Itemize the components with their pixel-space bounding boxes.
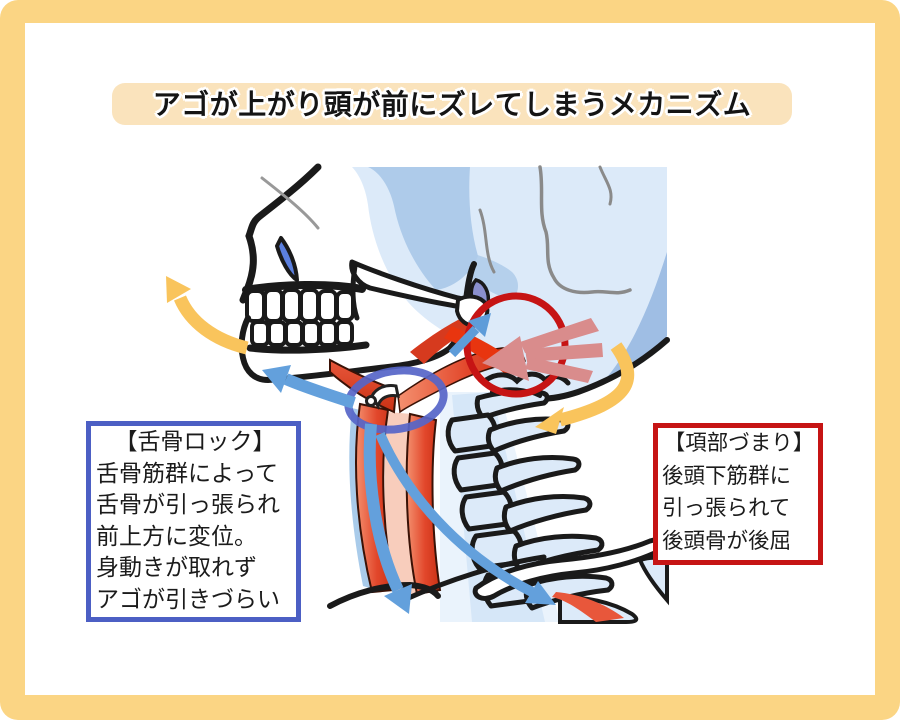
hyoid-lock-line: 舌骨筋群によって [96,460,279,487]
hyoid-lock-line: アゴが引きづらい [96,586,280,613]
nape-jam-line: 後頭骨が後屈 [662,528,792,554]
nape-jam-callout: 【項部づまり】 後頭下筋群に 引っ張られて 後頭骨が後屈 [653,423,823,565]
page-title-text: アゴが上がり頭が前にズレてしまうメカニズム [152,88,752,121]
hyoid-lock-line: 舌骨が引っ張られ [96,492,280,518]
hyoid-lock-line: 身動きが取れず [96,555,257,581]
hyoid-lock-line: 前上方に変位。 [96,523,257,550]
hyoid-lock-heading: 【舌骨ロック】 [114,429,276,455]
page-title: アゴが上がり頭が前にズレてしまうメカニズム [112,83,792,125]
hyoid-lock-callout: 【舌骨ロック】 舌骨筋群によって 舌骨が引っ張られ 前上方に変位。 身動きが取れ… [86,421,301,622]
nape-jam-heading: 【項部づまり】 [663,431,815,456]
nape-jam-line: 後頭下筋群に [662,463,792,489]
nape-jam-line: 引っ張られて [662,496,791,521]
